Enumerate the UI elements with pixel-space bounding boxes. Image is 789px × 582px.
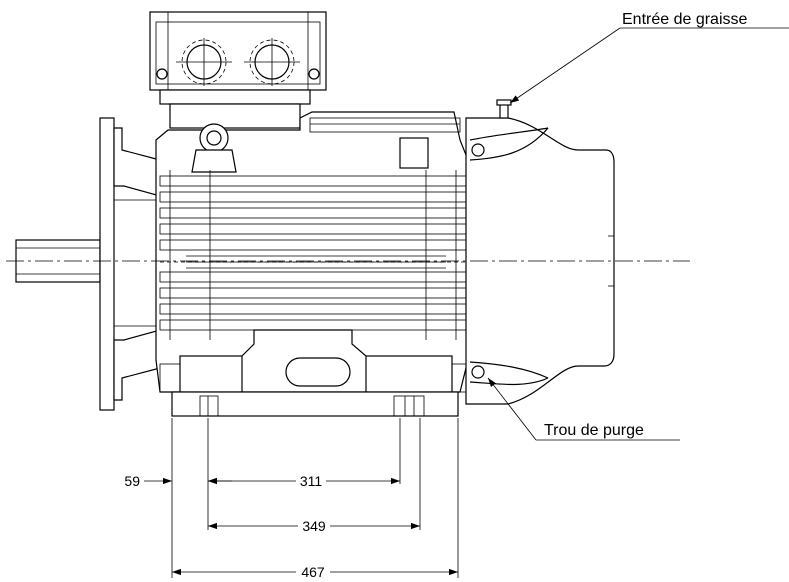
dimension-349: 349 [208, 518, 420, 534]
grease-inlet-callout: Entrée de graisse [509, 11, 789, 104]
fan-cover [465, 99, 615, 405]
flange [99, 117, 161, 411]
drain-hole-label: Trou de purge [544, 422, 644, 439]
dimension-349-label: 349 [302, 518, 326, 534]
dimension-311-label: 311 [300, 473, 323, 489]
dimension-467-label: 467 [301, 564, 325, 580]
dimension-311: 311 [208, 473, 400, 489]
motor-frame [155, 111, 469, 393]
dimension-467: 467 [172, 564, 458, 580]
grease-inlet-label: Entrée de graisse [622, 11, 748, 28]
cooling-fins [159, 170, 467, 340]
motor-feet [171, 391, 459, 417]
extension-lines [171, 418, 459, 578]
terminal-box [149, 11, 327, 129]
dimension-59-label: 59 [124, 473, 140, 489]
drain-hole-callout: Trou de purge [487, 377, 680, 441]
